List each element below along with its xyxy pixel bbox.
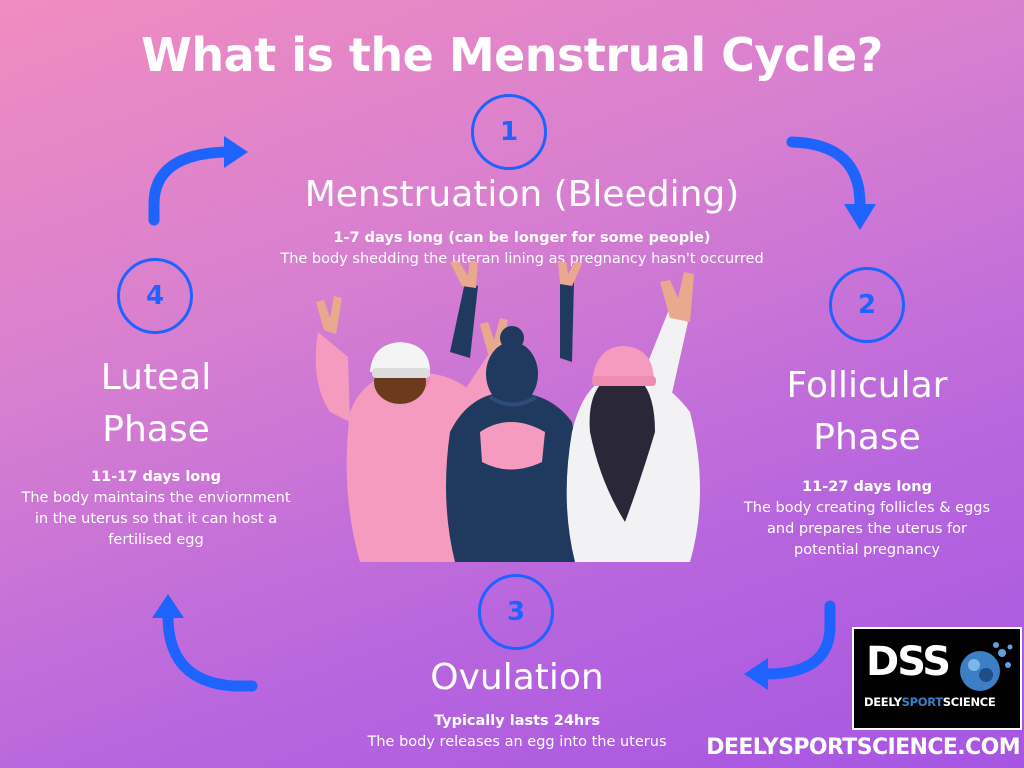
- phase-2-duration: 11-27 days long: [802, 479, 932, 495]
- phase-2-description-line1: The body creating follicles & eggs: [743, 500, 991, 517]
- phase-4-title-line1: Luteal: [100, 357, 212, 398]
- arrow-3-to-4-icon: [152, 594, 258, 692]
- phase-2-title-line1: Follicular: [786, 365, 948, 406]
- phase-1-title: Menstruation (Bleeding): [304, 174, 740, 215]
- phase-3-title: Ovulation: [430, 657, 604, 698]
- phase-2-description-line3: potential pregnancy: [794, 542, 940, 559]
- person-navy-hoodie: [446, 262, 582, 562]
- logo-name-sport: SPORT: [901, 695, 943, 709]
- molecule-icon: [960, 642, 1013, 691]
- phase-3-number: 3: [478, 574, 554, 650]
- phase-3-description: The body releases an egg into the uterus: [367, 734, 667, 751]
- phase-4-title-line2: Phase: [102, 409, 210, 451]
- logo-name-science: SCIENCE: [942, 695, 996, 709]
- phase-1-number: 1: [471, 94, 547, 170]
- logo-initials: DSS: [866, 639, 951, 685]
- person-white-hoodie: [566, 272, 700, 562]
- phase-2-details: 11-27 days long The body creating follic…: [727, 477, 1007, 561]
- phase-4-description-line3: fertilised egg: [108, 532, 204, 549]
- phase-3-duration: Typically lasts 24hrs: [433, 713, 601, 729]
- phase-2-title-line2: Phase: [813, 417, 921, 459]
- website-url[interactable]: DEELYSPORTSCIENCE.COM: [706, 735, 1020, 760]
- phase-3-details: Typically lasts 24hrs The body releases …: [317, 711, 717, 753]
- phase-1-description: The body shedding the uteran lining as p…: [280, 251, 764, 268]
- phase-4-description-line2: in the uterus so that it can host a: [34, 511, 278, 528]
- page-title: What is the Menstrual Cycle?: [141, 28, 883, 82]
- phase-2-description-line2: and prepares the uterus for: [767, 521, 967, 538]
- person-pink-hoodie: [315, 296, 508, 562]
- phase-2-title: Follicular Phase: [747, 360, 987, 464]
- logo-name: DEELYSPORTSCIENCE: [864, 695, 996, 709]
- phase-1-details: 1-7 days long (can be longer for some pe…: [232, 228, 812, 270]
- phase-4-description-line1: The body maintains the enviornment: [21, 490, 291, 507]
- phase-2-number: 2: [829, 267, 905, 343]
- phase-4-title: Luteal Phase: [56, 352, 256, 456]
- friends-illustration: [315, 262, 700, 562]
- phase-1-duration: 1-7 days long (can be longer for some pe…: [333, 230, 711, 246]
- phase-4-duration: 11-17 days long: [91, 469, 221, 485]
- logo-name-deely: DEELY: [864, 695, 902, 709]
- dss-logo: DSS DEELYSPORTSCIENCE: [852, 627, 1022, 730]
- arrow-1-to-2-icon: [786, 136, 876, 230]
- arrow-4-to-1-icon: [148, 136, 248, 226]
- phase-4-details: 11-17 days long The body maintains the e…: [16, 467, 296, 551]
- arrow-2-to-3-icon: [744, 600, 836, 690]
- phase-4-number: 4: [117, 258, 193, 334]
